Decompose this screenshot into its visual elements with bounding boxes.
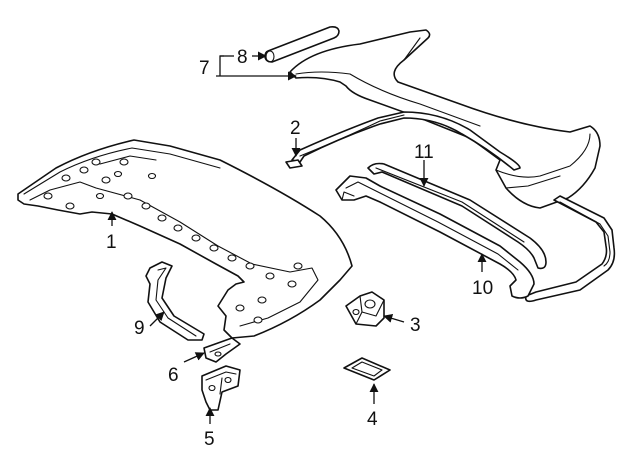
leader-lines (107, 51, 487, 424)
part-6-plate (203, 337, 241, 363)
callout-4: 4 (367, 409, 378, 430)
part-1-lid-panel (17, 139, 353, 339)
callout-8: 8 (237, 47, 248, 68)
callout-labels: 1 2 3 4 5 6 7 8 9 10 11 (106, 47, 493, 450)
callout-5: 5 (204, 429, 215, 450)
callout-9: 9 (134, 318, 145, 339)
callout-6: 6 (168, 365, 179, 386)
part-9-side-strip (145, 261, 205, 341)
callout-1: 1 (106, 232, 117, 253)
part-10-frame-rail (335, 175, 535, 299)
callout-10: 10 (472, 278, 493, 299)
rail-assembly (524, 195, 616, 303)
callout-11: 11 (414, 142, 434, 163)
part-11-strip (367, 162, 547, 270)
part-2-seal (285, 111, 521, 171)
callout-3: 3 (410, 315, 421, 336)
part-5-bracket (201, 365, 241, 411)
part-3-latch (345, 291, 385, 327)
callout-2: 2 (290, 118, 301, 139)
part-4-plate (343, 357, 391, 381)
callout-7: 7 (199, 58, 210, 79)
